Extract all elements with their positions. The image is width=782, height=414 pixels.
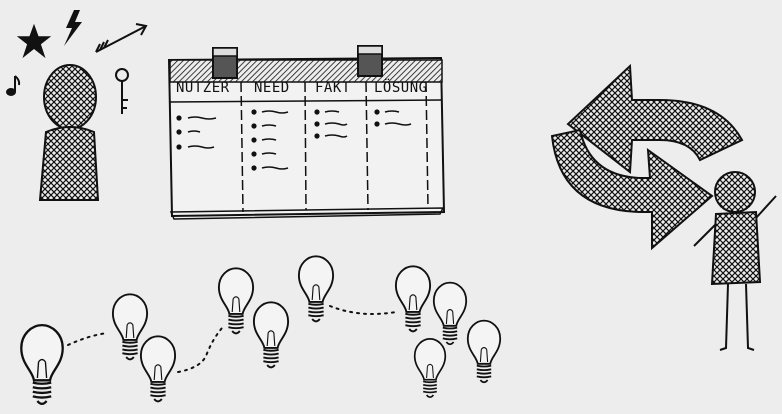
person-figure-left bbox=[40, 65, 98, 200]
lightbulb-icon bbox=[219, 268, 253, 333]
lightbulb-icon bbox=[21, 325, 62, 404]
board-clip-left bbox=[213, 48, 237, 78]
bulb-group bbox=[21, 256, 500, 404]
lightbulb-icon bbox=[415, 339, 446, 397]
column-header-nutzer: NUTZER bbox=[176, 80, 230, 96]
lightbulb-icon bbox=[468, 321, 500, 383]
lightbulb-icon bbox=[141, 336, 175, 401]
column-header-loesung: LÖSUNG bbox=[374, 80, 428, 96]
lightning-icon bbox=[64, 10, 82, 46]
star-icon bbox=[19, 26, 49, 56]
column-header-fakt: FAKT bbox=[315, 80, 351, 96]
key-icon bbox=[116, 69, 128, 114]
music-note-icon bbox=[7, 76, 19, 95]
board-clip-right bbox=[358, 46, 382, 76]
lightbulb-icon bbox=[434, 283, 466, 345]
lightbulb-icon bbox=[299, 256, 333, 321]
column-header-need: NEED bbox=[254, 80, 290, 96]
lightbulb-icon bbox=[254, 302, 288, 367]
cycle-arrows-icon bbox=[552, 66, 742, 248]
arrow-icon bbox=[96, 24, 146, 52]
lightbulb-icon bbox=[396, 266, 430, 331]
